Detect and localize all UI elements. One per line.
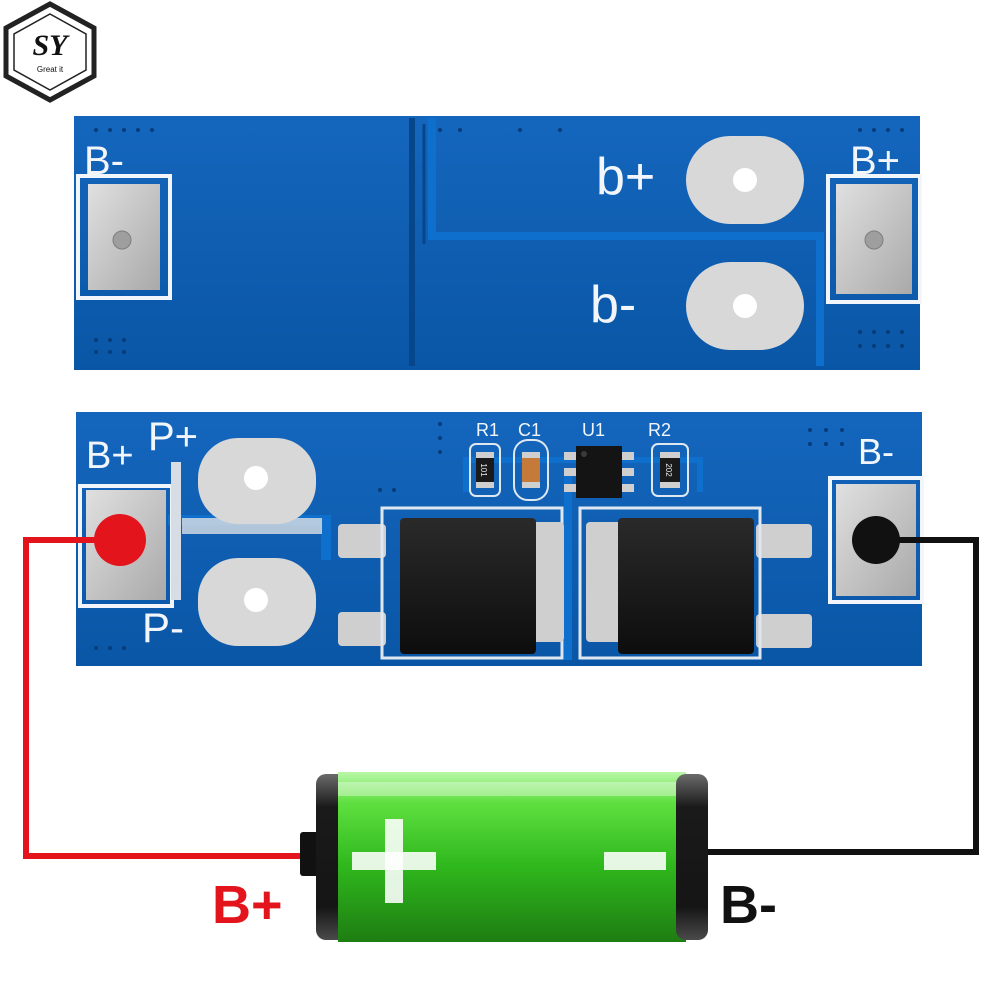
label-pad-b-plus: B+: [86, 435, 134, 477]
battery-label-positive: B+: [212, 875, 283, 935]
label-pad-left: B-: [84, 139, 124, 183]
label-p-minus: P-: [142, 604, 184, 651]
pcb-board-front: B+ P+ P- B- R1 C1 U1 R2 101 202: [76, 412, 924, 666]
label-p-plus: P+: [148, 415, 198, 459]
battery-minus-bar: [604, 852, 666, 870]
pcb-board-back: B- B+ b+ b-: [74, 116, 922, 370]
resistor-r2-code: 202: [664, 463, 673, 477]
logo-tagline: Great it: [37, 65, 64, 74]
pad-outline-left: [76, 174, 172, 300]
brand-logo: SY Great it: [3, 1, 97, 103]
label-hole-b-plus: b+: [596, 148, 655, 206]
label-pad-b-minus: B-: [858, 431, 894, 472]
mosfet-right: [578, 506, 812, 660]
capacitor-c1: [522, 452, 540, 488]
battery-cell: [300, 772, 708, 942]
wire-negative: [704, 516, 979, 855]
label-r2: R2: [648, 420, 671, 440]
battery-label-negative: B-: [720, 875, 777, 935]
label-hole-b-minus: b-: [590, 276, 636, 334]
via-pattern-front: [94, 422, 844, 650]
label-c1: C1: [518, 420, 541, 440]
resistor-r2: [660, 452, 680, 488]
logo-letters: SY: [32, 29, 70, 62]
pad-outline-right: [826, 174, 922, 304]
via-pattern: [94, 128, 904, 354]
label-pad-right: B+: [850, 139, 900, 183]
mosfet-left: [338, 506, 564, 660]
resistor-r1-code: 101: [479, 463, 488, 477]
resistor-r1: [476, 452, 494, 488]
battery-plus-bar-v: [385, 819, 403, 903]
ic-u1: [564, 446, 634, 498]
label-u1: U1: [582, 420, 605, 440]
wire-positive: [23, 514, 304, 859]
label-r1: R1: [476, 420, 499, 440]
